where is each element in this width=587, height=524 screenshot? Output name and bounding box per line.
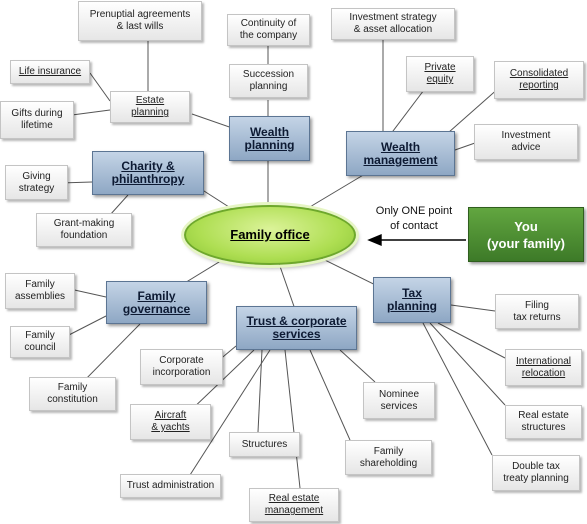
nominee-services-node[interactable]: Nominee services: [363, 382, 435, 419]
family-office-hub[interactable]: Family office: [184, 205, 356, 265]
charity-philanthropy-node[interactable]: Charity & philanthropy: [92, 151, 204, 195]
contact-note: Only ONE point of contact: [375, 205, 453, 232]
family-council-node[interactable]: Family council: [10, 326, 70, 358]
real-estate-structures-node[interactable]: Real estate structures: [505, 405, 582, 439]
connector: [437, 322, 506, 359]
connector: [454, 142, 476, 151]
connector: [450, 304, 496, 312]
prenup-wills-node[interactable]: Prenuptial agreements & last wills: [78, 1, 202, 41]
double-tax-treaty-node[interactable]: Double tax treaty planning: [492, 455, 580, 491]
connector: [69, 288, 107, 298]
investment-strategy-node[interactable]: Investment strategy & asset allocation: [331, 8, 455, 40]
family-governance-node[interactable]: Family governance: [106, 281, 207, 324]
structures-node[interactable]: Structures: [229, 432, 300, 457]
connector: [284, 349, 301, 489]
you-your-family-box[interactable]: You (your family): [468, 207, 584, 262]
wealth-management-node[interactable]: Wealth management: [346, 131, 455, 176]
connector: [89, 72, 111, 102]
aircraft-yachts-node[interactable]: Aircraft & yachts: [130, 404, 211, 440]
investment-advice-node[interactable]: Investment advice: [474, 124, 578, 160]
giving-strategy-node[interactable]: Giving strategy: [5, 165, 68, 200]
connector: [189, 349, 271, 476]
corporate-incorporation-node[interactable]: Corporate incorporation: [140, 349, 223, 385]
contact-arrow-head: [367, 233, 382, 247]
connector: [109, 194, 129, 216]
connector: [79, 323, 141, 386]
estate-planning-node[interactable]: Estate planning: [110, 91, 190, 123]
connector: [422, 322, 493, 456]
family-assemblies-node[interactable]: Family assemblies: [5, 273, 75, 309]
consolidated-reporting-node[interactable]: Consolidated reporting: [494, 61, 584, 99]
connector: [71, 109, 111, 116]
wealth-planning-node[interactable]: Wealth planning: [229, 116, 310, 161]
family-constitution-node[interactable]: Family constitution: [29, 377, 116, 411]
succession-planning-node[interactable]: Succession planning: [229, 64, 308, 98]
gifts-during-lifetime-node[interactable]: Gifts during lifetime: [0, 101, 74, 139]
connector: [339, 349, 376, 383]
real-estate-management-node[interactable]: Real estate management: [249, 488, 339, 522]
life-insurance-node[interactable]: Life insurance: [10, 60, 90, 84]
grant-making-foundation-node[interactable]: Grant-making foundation: [36, 213, 132, 247]
connector: [309, 349, 351, 441]
continuity-company-node[interactable]: Continuity of the company: [227, 14, 310, 46]
connector: [257, 349, 263, 433]
trust-corporate-services-node[interactable]: Trust & corporate services: [236, 306, 357, 350]
trust-administration-node[interactable]: Trust administration: [120, 474, 221, 498]
connector: [64, 315, 107, 338]
filing-tax-returns-node[interactable]: Filing tax returns: [495, 294, 579, 329]
family-shareholding-node[interactable]: Family shareholding: [345, 440, 432, 475]
connector: [429, 322, 506, 406]
tax-planning-node[interactable]: Tax planning: [373, 277, 451, 323]
private-equity-node[interactable]: Private equity: [406, 56, 474, 92]
international-relocation-node[interactable]: International relocation: [505, 349, 582, 386]
